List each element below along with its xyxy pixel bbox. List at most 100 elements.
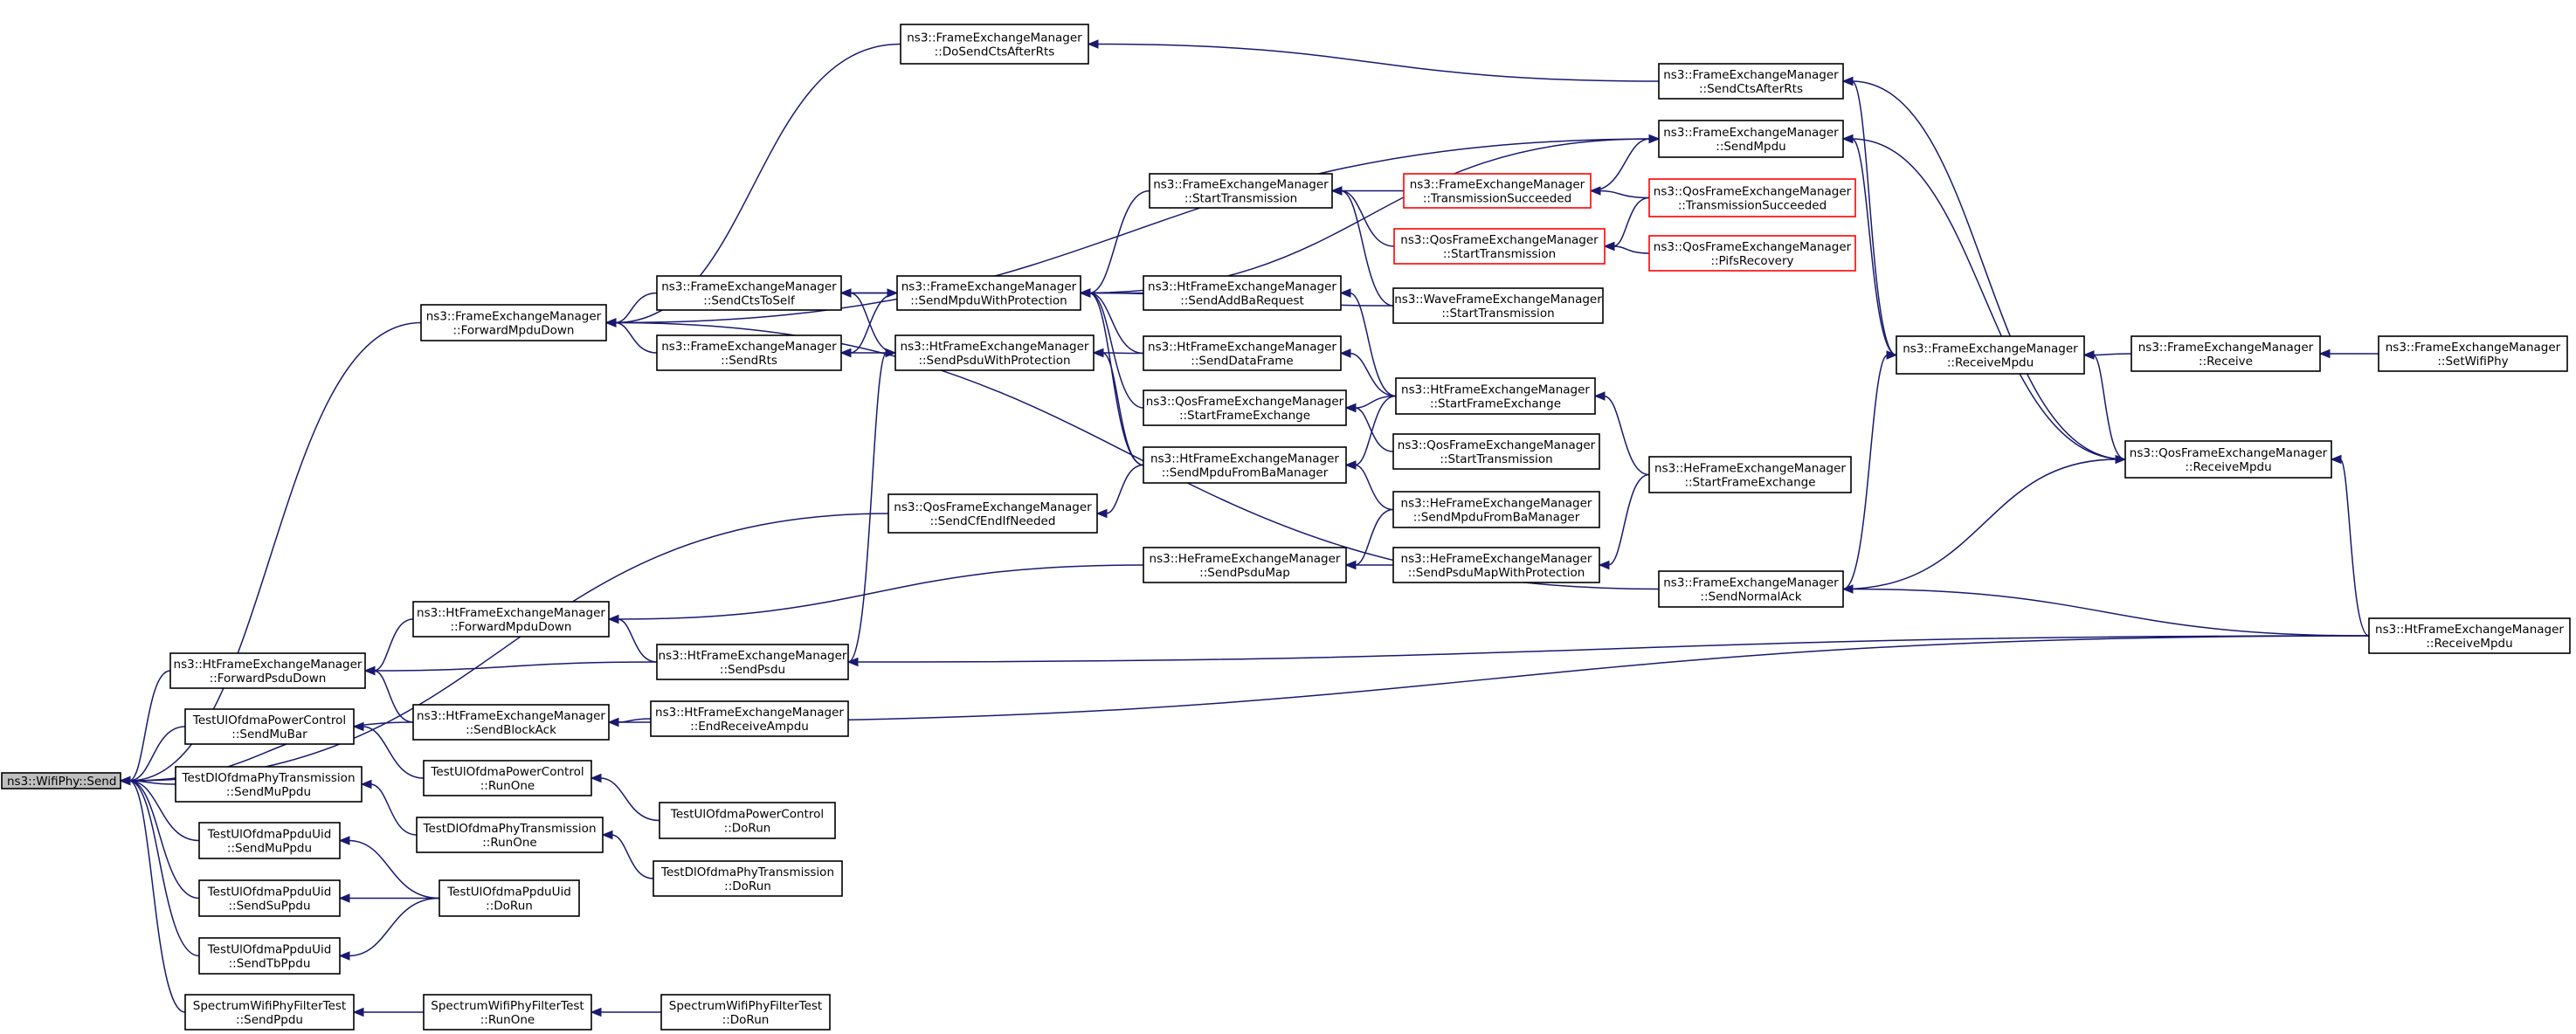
graph-node-n1[interactable]: ns3::FrameExchangeManager::DoSendCtsAfte… xyxy=(900,24,1089,65)
node-label-line: TestUlOfdmaPowerControl xyxy=(192,713,346,727)
arrowhead-icon xyxy=(2082,350,2095,360)
edge-line xyxy=(617,564,1144,620)
graph-node-n41[interactable]: TestDlOfdmaPhyTransmission::RunOne xyxy=(416,817,604,853)
node-label-line: ::SendMuBar xyxy=(231,727,307,741)
node-box xyxy=(900,24,1089,65)
graph-node-n24[interactable]: ns3::QosFrameExchangeManager::ReceiveMpd… xyxy=(2124,440,2332,479)
node-label-line: ns3::HtFrameExchangeManager xyxy=(1150,452,1339,466)
edge-n41-to-n39 xyxy=(360,779,418,836)
node-label-line: ns3::FrameExchangeManager xyxy=(661,340,837,354)
edge-line xyxy=(614,321,658,354)
graph-node-n23[interactable]: ns3::QosFrameExchangeManager::StartTrans… xyxy=(1392,433,1600,470)
graph-node-n37[interactable]: TestUlOfdmaPowerControl::SendMuBar xyxy=(184,708,355,745)
graph-node-n49[interactable]: SpectrumWifiPhyFilterTest::DoRun xyxy=(660,994,831,1031)
graph-node-n2[interactable]: ns3::FrameExchangeManager::SendCtsAfterR… xyxy=(1658,63,1844,100)
graph-node-n33[interactable]: ns3::HtFrameExchangeManager::SendPsdu xyxy=(656,644,849,680)
graph-node-n34[interactable]: ns3::HtFrameExchangeManager::ReceiveMpdu xyxy=(2368,617,2571,654)
node-label-line: ns3::QosFrameExchangeManager xyxy=(1654,240,1852,254)
graph-node-n48[interactable]: SpectrumWifiPhyFilterTest::RunOne xyxy=(423,994,592,1031)
graph-node-n18[interactable]: ns3::FrameExchangeManager::Receive xyxy=(2131,335,2321,372)
graph-node-n43[interactable]: TestDlOfdmaPhyTransmission::DoRun xyxy=(653,860,843,897)
arrowhead-icon xyxy=(338,836,350,845)
node-label-line: ::SendBlockAck xyxy=(466,723,556,737)
node-label-line: ns3::HtFrameExchangeManager xyxy=(2375,623,2564,637)
graph-node-n40[interactable]: TestUlOfdmaPowerControl::DoRun xyxy=(659,802,836,839)
graph-node-n15[interactable]: ns3::HtFrameExchangeManager::SendPsduWit… xyxy=(894,334,1095,371)
graph-node-n5[interactable]: ns3::FrameExchangeManager::TransmissionS… xyxy=(1403,173,1592,209)
edge-line xyxy=(614,138,1660,324)
graph-node-n28[interactable]: ns3::HeFrameExchangeManager::SendPsduMap xyxy=(1143,547,1347,583)
edge-line xyxy=(611,834,654,879)
node-label-line: ns3::FrameExchangeManager xyxy=(2386,341,2561,355)
edge-line xyxy=(128,780,200,900)
graph-node-n42[interactable]: TestUlOfdmaPpduUid::SendMuPpdu xyxy=(198,822,341,859)
graph-node-n13[interactable]: ns3::HtFrameExchangeManager::SendAddBaRe… xyxy=(1143,275,1342,311)
node-label-line: ::DoRun xyxy=(724,879,771,893)
graph-node-n8[interactable]: ns3::QosFrameExchangeManager::PifsRecove… xyxy=(1648,235,1856,272)
graph-node-n6[interactable]: ns3::QosFrameExchangeManager::Transmissi… xyxy=(1648,178,1856,217)
graph-node-n38[interactable]: TestUlOfdmaPowerControl::RunOne xyxy=(423,760,592,796)
node-label-line: ns3::HtFrameExchangeManager xyxy=(417,606,605,620)
arrowhead-icon xyxy=(1598,560,1610,570)
node-label-line: ::SendPsduWithProtection xyxy=(918,354,1070,368)
graph-node-n11[interactable]: ns3::WaveFrameExchangeManager::StartTran… xyxy=(1392,287,1604,324)
graph-node-n22[interactable]: ns3::HtFrameExchangeManager::SendMpduFro… xyxy=(1143,446,1347,484)
graph-node-n17[interactable]: ns3::FrameExchangeManager::ReceiveMpdu xyxy=(1896,335,2085,375)
graph-node-n27[interactable]: ns3::HeFrameExchangeManager::SendMpduFro… xyxy=(1392,491,1600,528)
edge-line xyxy=(1354,395,1397,466)
graph-node-n29[interactable]: ns3::HeFrameExchangeManager::SendPsduMap… xyxy=(1392,547,1600,583)
graph-node-n47[interactable]: SpectrumWifiPhyFilterTest::SendPpdu xyxy=(184,994,355,1031)
arrowhead-icon xyxy=(1330,186,1343,196)
arrowhead-icon xyxy=(846,657,859,667)
node-box xyxy=(1395,377,1596,415)
node-label-line: ::ReceiveMpdu xyxy=(2185,460,2271,474)
edge-line xyxy=(1851,138,2126,460)
node-label-line: ns3::QosFrameExchangeManager xyxy=(2130,446,2328,460)
graph-node-n45[interactable]: TestUlOfdmaPpduUid::DoRun xyxy=(439,879,580,917)
graph-node-n26[interactable]: ns3::QosFrameExchangeManager::SendCfEndI… xyxy=(887,493,1098,534)
graph-node-n19[interactable]: ns3::FrameExchangeManager::SetWifiPhy xyxy=(2378,335,2568,372)
graph-node-n46[interactable]: TestUlOfdmaPpduUid::SendTbPpdu xyxy=(198,937,341,975)
graph-node-n12[interactable]: ns3::FrameExchangeManager::ForwardMpduDo… xyxy=(420,304,607,341)
graph-node-n3[interactable]: ns3::FrameExchangeManager::SendMpdu xyxy=(1658,120,1844,158)
graph-node-n16[interactable]: ns3::HtFrameExchangeManager::SendDataFra… xyxy=(1143,335,1342,371)
node-box xyxy=(423,760,592,796)
node-label-line: ns3::FrameExchangeManager xyxy=(1410,178,1585,192)
graph-node-n25[interactable]: ns3::HeFrameExchangeManager::StartFrameE… xyxy=(1648,456,1852,493)
graph-node-n4[interactable]: ns3::FrameExchangeManager::StartTransmis… xyxy=(1149,173,1333,209)
edge-n34-to-n24 xyxy=(2330,454,2370,637)
graph-node-n32[interactable]: ns3::HtFrameExchangeManager::ForwardPsdu… xyxy=(169,652,366,689)
node-label-line: ns3::HtFrameExchangeManager xyxy=(659,649,847,663)
node-box xyxy=(1658,63,1844,100)
edge-line xyxy=(1851,80,1897,356)
node-label-line: ns3::FrameExchangeManager xyxy=(2138,341,2314,355)
node-label-line: ::SendMpduFromBaManager xyxy=(1413,511,1580,525)
node-label-line: ::SendMuPpdu xyxy=(226,785,311,799)
graph-node-n21[interactable]: ns3::QosFrameExchangeManager::StartFrame… xyxy=(1143,389,1347,426)
graph-node-n30[interactable]: ns3::FrameExchangeManager::SendNormalAck xyxy=(1658,570,1844,608)
graph-node-n36[interactable]: ns3::HtFrameExchangeManager::EndReceiveA… xyxy=(650,700,849,737)
node-label-line: ::StartFrameExchange xyxy=(1684,476,1815,490)
node-label-line: ns3::QosFrameExchangeManager xyxy=(1146,395,1344,409)
graph-node-n14[interactable]: ns3::FrameExchangeManager::SendRts xyxy=(656,334,842,371)
graph-node-n7[interactable]: ns3::QosFrameExchangeManager::StartTrans… xyxy=(1393,228,1606,265)
graph-node-n35[interactable]: ns3::HtFrameExchangeManager::SendBlockAc… xyxy=(412,704,610,741)
edge-n7-to-n4 xyxy=(1330,186,1395,247)
graph-node-n31[interactable]: ns3::HtFrameExchangeManager::ForwardMpdu… xyxy=(412,601,610,638)
edge-n48-to-n47 xyxy=(352,1007,424,1017)
node-label-line: ::SendRts xyxy=(721,354,777,368)
graph-node-n44[interactable]: TestUlOfdmaPpduUid::SendSuPpdu xyxy=(198,879,341,917)
arrowhead-icon xyxy=(601,830,613,840)
graph-node-n39[interactable]: TestDlOfdmaPhyTransmission::SendMuPpdu xyxy=(175,766,363,803)
edge-line xyxy=(2339,458,2370,637)
arrowhead-icon xyxy=(1344,403,1357,413)
edge-n46-to-root xyxy=(119,776,200,957)
graph-node-n10[interactable]: ns3::FrameExchangeManager::SendMpduWithP… xyxy=(896,275,1081,311)
arrowhead-icon xyxy=(1339,288,1351,298)
graph-node-n9[interactable]: ns3::FrameExchangeManager::SendCtsToSelf xyxy=(656,275,842,311)
edge-line xyxy=(1851,80,2126,460)
graph-node-n20[interactable]: ns3::HtFrameExchangeManager::StartFrameE… xyxy=(1395,377,1596,415)
arrowhead-icon xyxy=(1841,76,1854,86)
arrowhead-icon xyxy=(352,1007,364,1017)
edge-line xyxy=(849,292,898,354)
